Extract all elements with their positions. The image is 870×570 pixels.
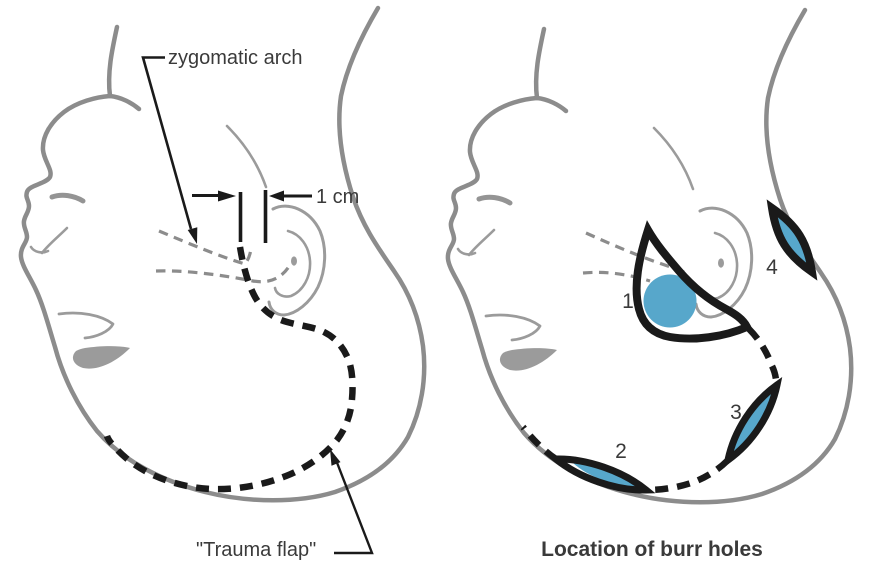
zygomatic-arch-dashed-lower-right: [582, 270, 651, 283]
zygomatic-arch-leader-line: [141, 56, 193, 230]
zygomatic-arch-dashed-lower: [155, 262, 293, 284]
zygomatic-arch-arrowhead: [187, 227, 198, 244]
burr-hole-2-fill: [573, 462, 641, 488]
burr-hole-number-1: 1: [622, 290, 634, 313]
trauma-flap-leader-line: [334, 459, 374, 555]
incision-dashed-segment-left: [520, 424, 558, 462]
burr-hole-3-outline: [722, 376, 783, 469]
burr-hole-4-fill: [775, 214, 807, 266]
incision-dashed-segment-upper: [746, 326, 780, 385]
head-figure-left: [21, 8, 424, 500]
burr-hole-number-2: 2: [615, 440, 627, 463]
zygomatic-arch-dashed-upper: [158, 229, 253, 266]
burr-hole-2-outline: [546, 455, 656, 494]
trauma-flap-label: "Trauma flap": [196, 539, 316, 561]
incision-dashed-segment-lower: [647, 458, 730, 494]
measurement-label: 1 cm: [316, 186, 359, 208]
measurement-arrowhead-right: [269, 190, 284, 202]
panel-burr-holes: 1 2 3 4 Location of burr holes: [448, 10, 851, 561]
zygomatic-arch-label: zygomatic arch: [168, 47, 303, 69]
panel-trauma-flap: 1 cm zygomatic arch "Trauma flap": [21, 8, 424, 561]
panel-caption: Location of burr holes: [541, 538, 763, 561]
trauma-flap-incision-dashed: [103, 246, 356, 493]
burr-hole-1-outline: [632, 220, 753, 343]
measurement-arrowhead-left: [218, 190, 236, 202]
trauma-flap-arrowhead: [330, 449, 341, 466]
burr-hole-number-4: 4: [766, 256, 778, 279]
burr-hole-3-fill: [731, 392, 774, 455]
burr-hole-4-outline: [766, 199, 818, 281]
burr-hole-1-fill: [643, 274, 697, 328]
burr-hole-number-3: 3: [730, 401, 742, 424]
